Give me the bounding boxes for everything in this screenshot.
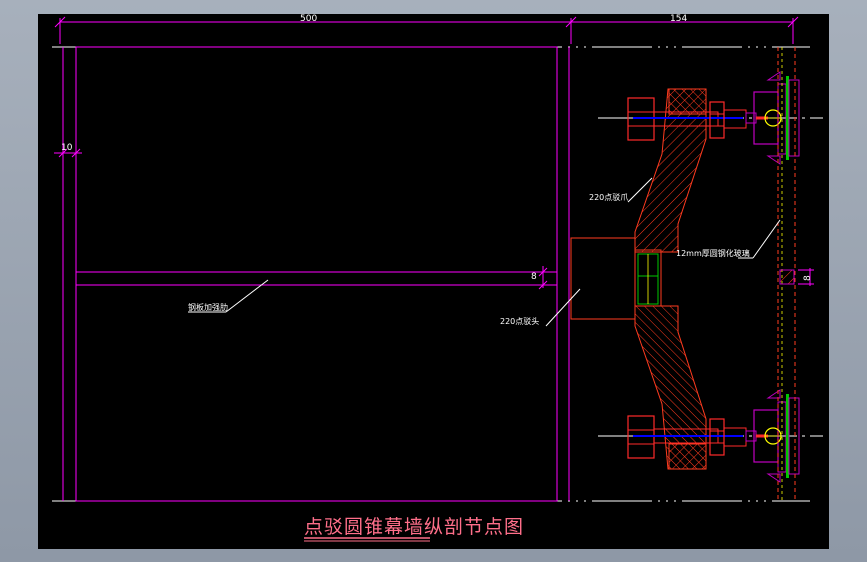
dim-mid-small: 8: [531, 272, 537, 282]
dim-left-small: 10: [61, 143, 73, 153]
top-dimension: [54, 16, 799, 44]
bolt-assembly-bottom: [598, 389, 823, 483]
drawing-title: 点驳圆锥幕墙纵剖节点图: [304, 516, 524, 538]
joint-leader: [545, 288, 581, 327]
glass-leader: [752, 219, 781, 259]
claw-arms: [634, 88, 707, 470]
dim-top-right: 154: [670, 14, 687, 24]
claw-leader: [627, 177, 653, 203]
left-small-dimension: [54, 148, 82, 158]
glass-panel: [777, 47, 796, 501]
steel-frame: [62, 46, 570, 502]
label-joint: 220点驳头: [500, 316, 539, 326]
joint-block: [570, 237, 662, 320]
dim-right-small: 8: [803, 275, 813, 281]
drawing-frame: 500 154 10 8 钢板加强肋 220点: [38, 14, 829, 549]
mid-small-dimension: [538, 266, 548, 290]
label-rib: 钢板加强肋: [188, 302, 228, 312]
label-glass: 12mm厚圆钢化玻璃: [676, 248, 750, 258]
label-claw: 220点驳爪: [589, 193, 628, 202]
cad-drawing: 500 154 10 8 钢板加强肋 220点: [52, 14, 823, 542]
right-small-dimension: [798, 268, 814, 286]
dim-top-left: 500: [300, 14, 317, 24]
bolt-assembly-top: [598, 71, 823, 165]
rib-leader: [225, 279, 269, 313]
